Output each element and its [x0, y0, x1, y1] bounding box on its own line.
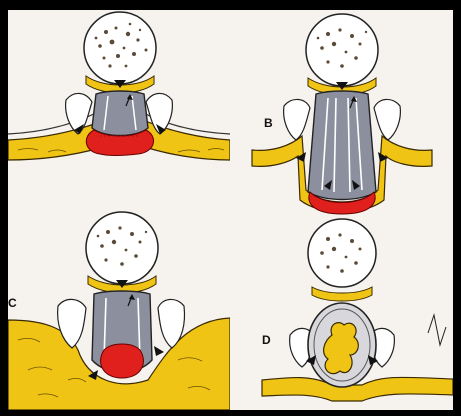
panel-c-illustration	[8, 210, 230, 410]
panel-d: D	[232, 215, 453, 410]
figure-page: B	[8, 10, 453, 410]
panel-c-label: C	[8, 296, 17, 310]
panel-b-label: B	[264, 116, 273, 130]
panel-b-dural-sac	[308, 91, 376, 200]
panel-a	[8, 10, 230, 210]
panel-a-vertebral-body	[84, 12, 156, 84]
panel-c-vertebral-body	[86, 212, 158, 284]
panel-a-illustration	[8, 10, 230, 210]
panel-d-label: D	[262, 333, 271, 347]
panel-b-vertebral-body	[306, 14, 378, 86]
panel-d-illustration	[232, 215, 453, 410]
panel-d-vertebral-body	[308, 219, 376, 287]
panel-c-lesion	[101, 344, 144, 378]
panel-b: B	[232, 10, 453, 215]
panel-b-illustration	[232, 10, 453, 215]
panel-a-dural-sac	[92, 91, 148, 136]
panel-c: C	[8, 210, 230, 410]
